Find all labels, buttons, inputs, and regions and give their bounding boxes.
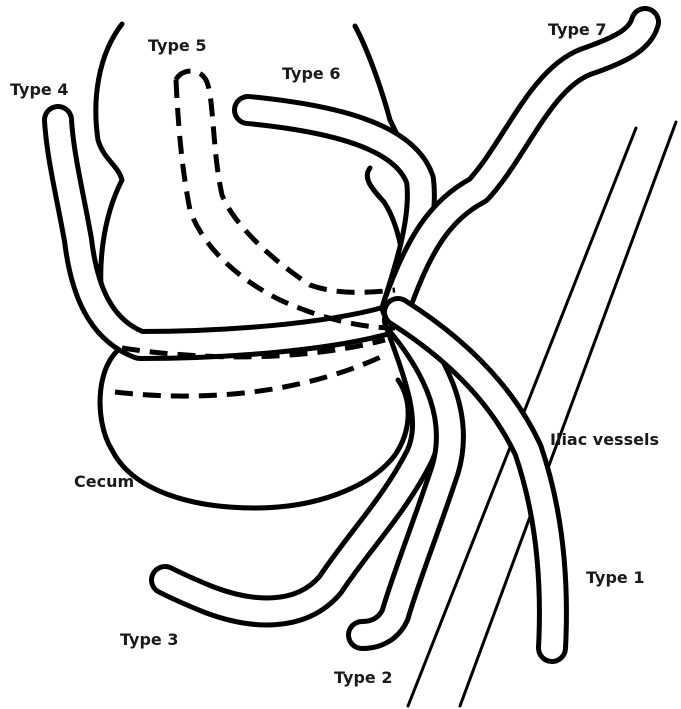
- label-type-3: Type 3: [120, 632, 178, 648]
- label-type-1: Type 1: [586, 570, 644, 586]
- label-cecum: Cecum: [74, 474, 134, 490]
- label-type-7: Type 7: [548, 22, 606, 38]
- appendix-type-7: [396, 22, 645, 308]
- label-type-2: Type 2: [334, 670, 392, 686]
- label-type-5: Type 5: [148, 38, 206, 54]
- appendix-type-4: [58, 120, 395, 345]
- label-type-6: Type 6: [282, 66, 340, 82]
- ascending-colon: [96, 24, 400, 346]
- label-type-4: Type 4: [10, 82, 68, 98]
- label-iliac-vessels: Iliac vessels: [550, 432, 659, 448]
